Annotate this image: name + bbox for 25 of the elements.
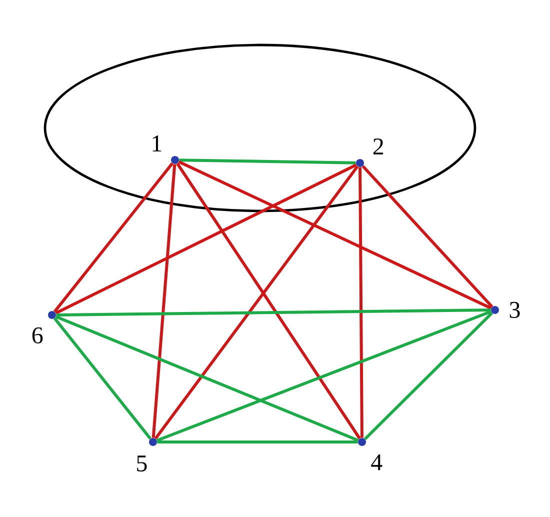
- vertex: 1: [152, 136, 179, 164]
- edge: [152, 164, 176, 438]
- node-label: 1: [152, 136, 162, 152]
- edge: [156, 310, 492, 442]
- vertex: 6: [32, 311, 56, 344]
- vertex: 4: [358, 438, 382, 470]
- edge: [56, 308, 491, 316]
- node-label: 5: [137, 456, 147, 472]
- edge: [53, 317, 152, 440]
- node-label: 4: [371, 454, 382, 470]
- edge: [358, 167, 364, 438]
- edge: [55, 164, 357, 314]
- edge: [179, 158, 356, 164]
- vertex: 3: [491, 302, 520, 318]
- edge: [178, 160, 492, 310]
- node-label: 2: [373, 138, 384, 154]
- edge: [362, 165, 494, 308]
- edge: [157, 440, 358, 444]
- edge: [364, 312, 494, 440]
- edge: [53, 162, 174, 313]
- vertex: 5: [137, 438, 157, 472]
- node-label: 6: [32, 327, 43, 344]
- vertex: 2: [356, 138, 384, 167]
- node-label: 3: [510, 302, 520, 318]
- edge: [55, 315, 359, 442]
